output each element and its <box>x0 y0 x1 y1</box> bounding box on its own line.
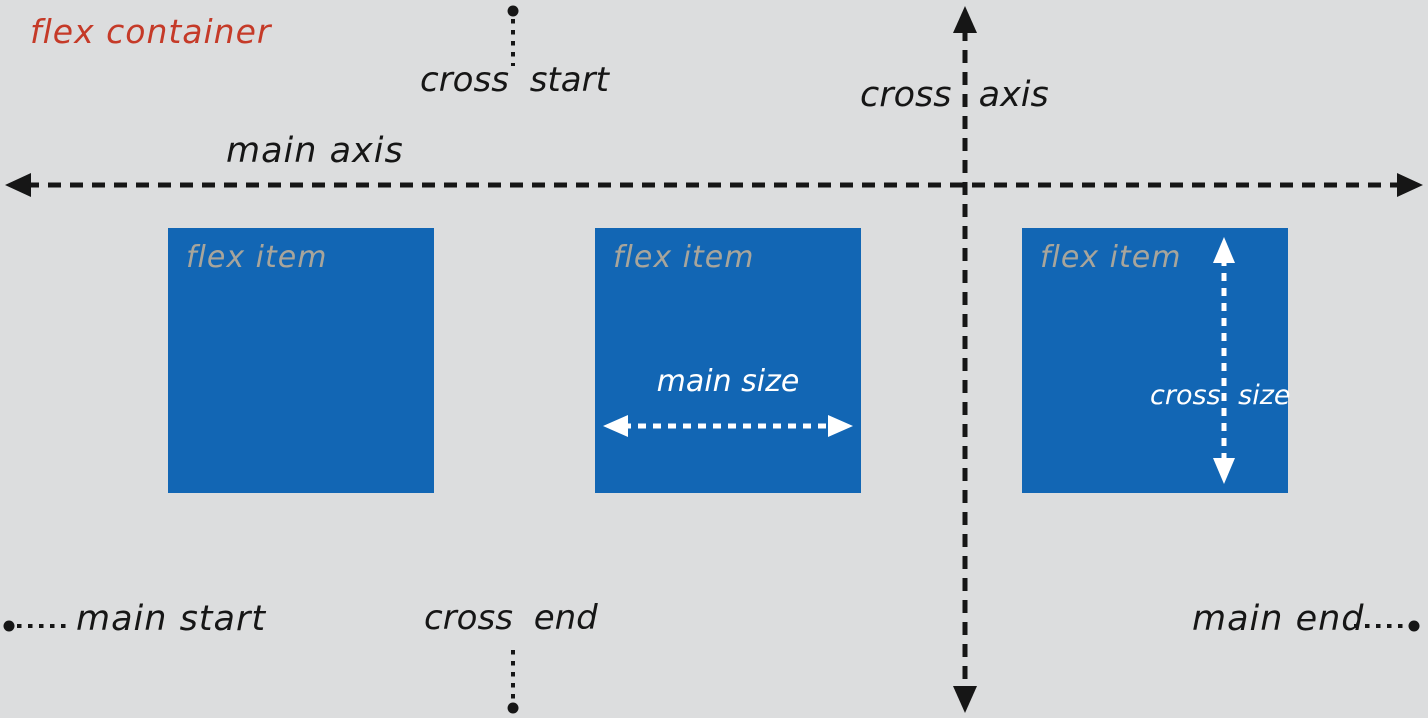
main-size-arrow-icon <box>603 415 853 437</box>
cross-start-marker <box>507 5 519 66</box>
main-end-marker <box>1354 620 1420 632</box>
flex-item-label: flex item <box>1040 240 1182 275</box>
endpoint-dot-icon <box>507 702 519 714</box>
arrowhead-right-icon <box>1397 173 1423 197</box>
endpoint-dot-icon <box>3 620 15 632</box>
flex-item-3: flex item cross size <box>1022 228 1291 493</box>
main-start-marker <box>3 620 66 632</box>
main-axis-line <box>5 173 1423 197</box>
cross-end-label: cross end <box>424 598 598 638</box>
flex-item-2: flex item main size <box>595 228 861 493</box>
flex-container-label: flex container <box>30 12 272 51</box>
cross-size-label: cross size <box>1150 380 1291 411</box>
main-end-label: main end <box>1192 599 1365 639</box>
cross-axis-label: cross axis <box>860 75 1049 115</box>
cross-end-marker <box>507 650 519 714</box>
main-axis-label: main axis <box>226 131 404 171</box>
main-size-label: main size <box>656 364 800 399</box>
cross-start-label: cross start <box>420 60 609 100</box>
arrowhead-left-icon <box>5 173 31 197</box>
arrowhead-down-icon <box>953 686 977 713</box>
cross-size-arrow-icon <box>1213 237 1235 484</box>
main-start-label: main start <box>76 599 267 639</box>
endpoint-dot-icon <box>1408 620 1420 632</box>
flex-item-label: flex item <box>186 240 328 275</box>
flex-item-1: flex item <box>168 228 434 493</box>
arrowhead-up-icon <box>953 6 977 33</box>
cross-axis-line <box>953 6 977 713</box>
flex-item-label: flex item <box>613 240 755 275</box>
endpoint-dot-icon <box>507 5 519 17</box>
